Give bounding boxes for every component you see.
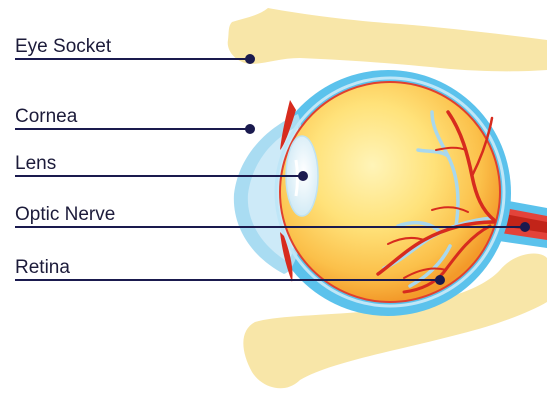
- label-optic-nerve: Optic Nerve: [15, 204, 115, 225]
- upper-socket-bone: [228, 8, 547, 71]
- label-cornea: Cornea: [15, 106, 78, 127]
- label-eye-socket: Eye Socket: [15, 36, 112, 57]
- label-retina: Retina: [15, 257, 70, 278]
- label-lens: Lens: [15, 153, 56, 174]
